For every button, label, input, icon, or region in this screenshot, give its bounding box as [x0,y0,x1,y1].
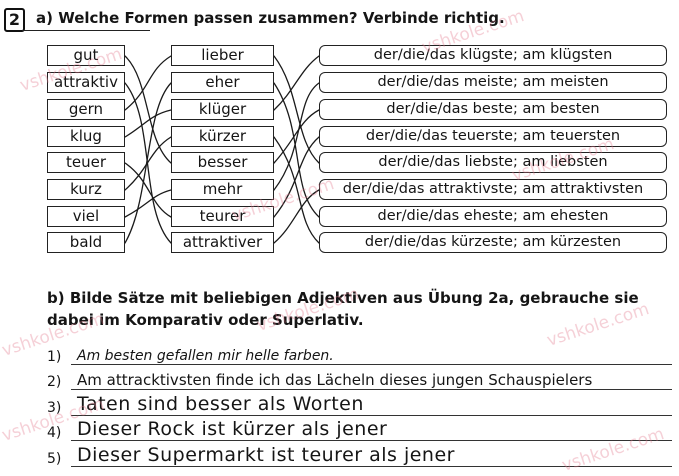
answer-number: 2) [47,374,62,390]
word-box-positive: bald [47,232,125,253]
answer-text: Am besten gefallen mir helle farben. [77,348,334,364]
answer-row: 4) Dieser Rock ist kürzer als jener [47,417,672,443]
word-box-positive: kurz [47,179,125,200]
line-teurer-teuerste [273,136,320,218]
answer-number: 5) [47,451,62,467]
line-besser-beste [273,109,320,164]
word-box-superlative: der/die/das klügste; am klügsten [319,45,667,66]
answer-number: 3) [47,400,62,416]
answer-row: 2) Am attracktivsten finde ich das Lächel… [47,366,672,392]
line-kurz-kuerzer [124,136,172,191]
line-attraktiver-attraktivste [273,189,320,244]
line-kuerzer-kuerzeste [273,136,320,244]
line-viel-mehr [124,189,172,218]
word-box-comparative: eher [171,72,274,93]
answer-underline [71,415,672,416]
word-box-superlative: der/die/das meiste; am meisten [319,72,667,93]
answer-number: 4) [47,425,62,441]
line-klueger-kluegste [273,55,320,111]
word-box-comparative: kürzer [171,126,274,147]
word-box-positive: viel [47,206,125,227]
word-box-positive: teuer [47,152,125,173]
answer-row: 1) Am besten gefallen mir helle farben. [47,341,672,367]
word-box-comparative: attraktiver [171,232,274,253]
connection-lines [124,55,320,244]
line-teuer-teurer [124,162,172,218]
answer-text: Am attracktivsten finde ich das Lächeln … [77,371,593,389]
word-box-superlative: der/die/das liebste; am liebsten [319,152,667,173]
word-box-superlative: der/die/das eheste; am ehesten [319,206,667,227]
line-gern-lieber [124,55,172,111]
word-box-comparative: klüger [171,99,274,120]
answer-text: Dieser Supermarkt ist teurer als jener [77,444,455,466]
answer-underline [71,364,672,365]
word-box-comparative: mehr [171,179,274,200]
answer-underline [71,389,672,390]
word-box-superlative: der/die/das beste; am besten [319,99,667,120]
word-box-positive: gern [47,99,125,120]
word-box-superlative: der/die/das teuerste; am teuersten [319,126,667,147]
title-underline [22,30,150,31]
line-attraktiv-attraktiver [124,82,172,244]
answer-underline [71,466,672,467]
word-box-positive: klug [47,126,125,147]
answer-number: 1) [47,349,62,365]
answer-text: Taten sind besser als Worten [77,393,364,415]
answer-underline [71,440,672,441]
word-box-comparative: besser [171,152,274,173]
word-box-superlative: der/die/das kürzeste; am kürzesten [319,232,667,253]
exercise-number: 2 [4,8,25,32]
word-box-positive: attraktiv [47,72,125,93]
line-lieber-liebste [273,55,320,164]
word-box-comparative: teurer [171,206,274,227]
word-box-superlative: der/die/das attraktivste; am attraktivst… [319,179,667,200]
line-klug-klueger [124,109,172,138]
answer-text: Dieser Rock ist kürzer als jener [77,418,388,440]
word-box-comparative: lieber [171,45,274,66]
answer-row: 5) Dieser Supermarkt ist teurer als jener [47,443,672,469]
task-b-title: b) Bilde Sätze mit beliebigen Adjektiven… [47,289,639,329]
line-mehr-meiste [273,82,320,191]
line-bald-eher [124,82,172,244]
task-a-title: a) Welche Formen passen zusammen? Verbin… [36,9,505,27]
line-gut-besser [124,55,172,164]
word-box-positive: gut [47,45,125,66]
answer-row: 3) Taten sind besser als Worten [47,392,672,418]
